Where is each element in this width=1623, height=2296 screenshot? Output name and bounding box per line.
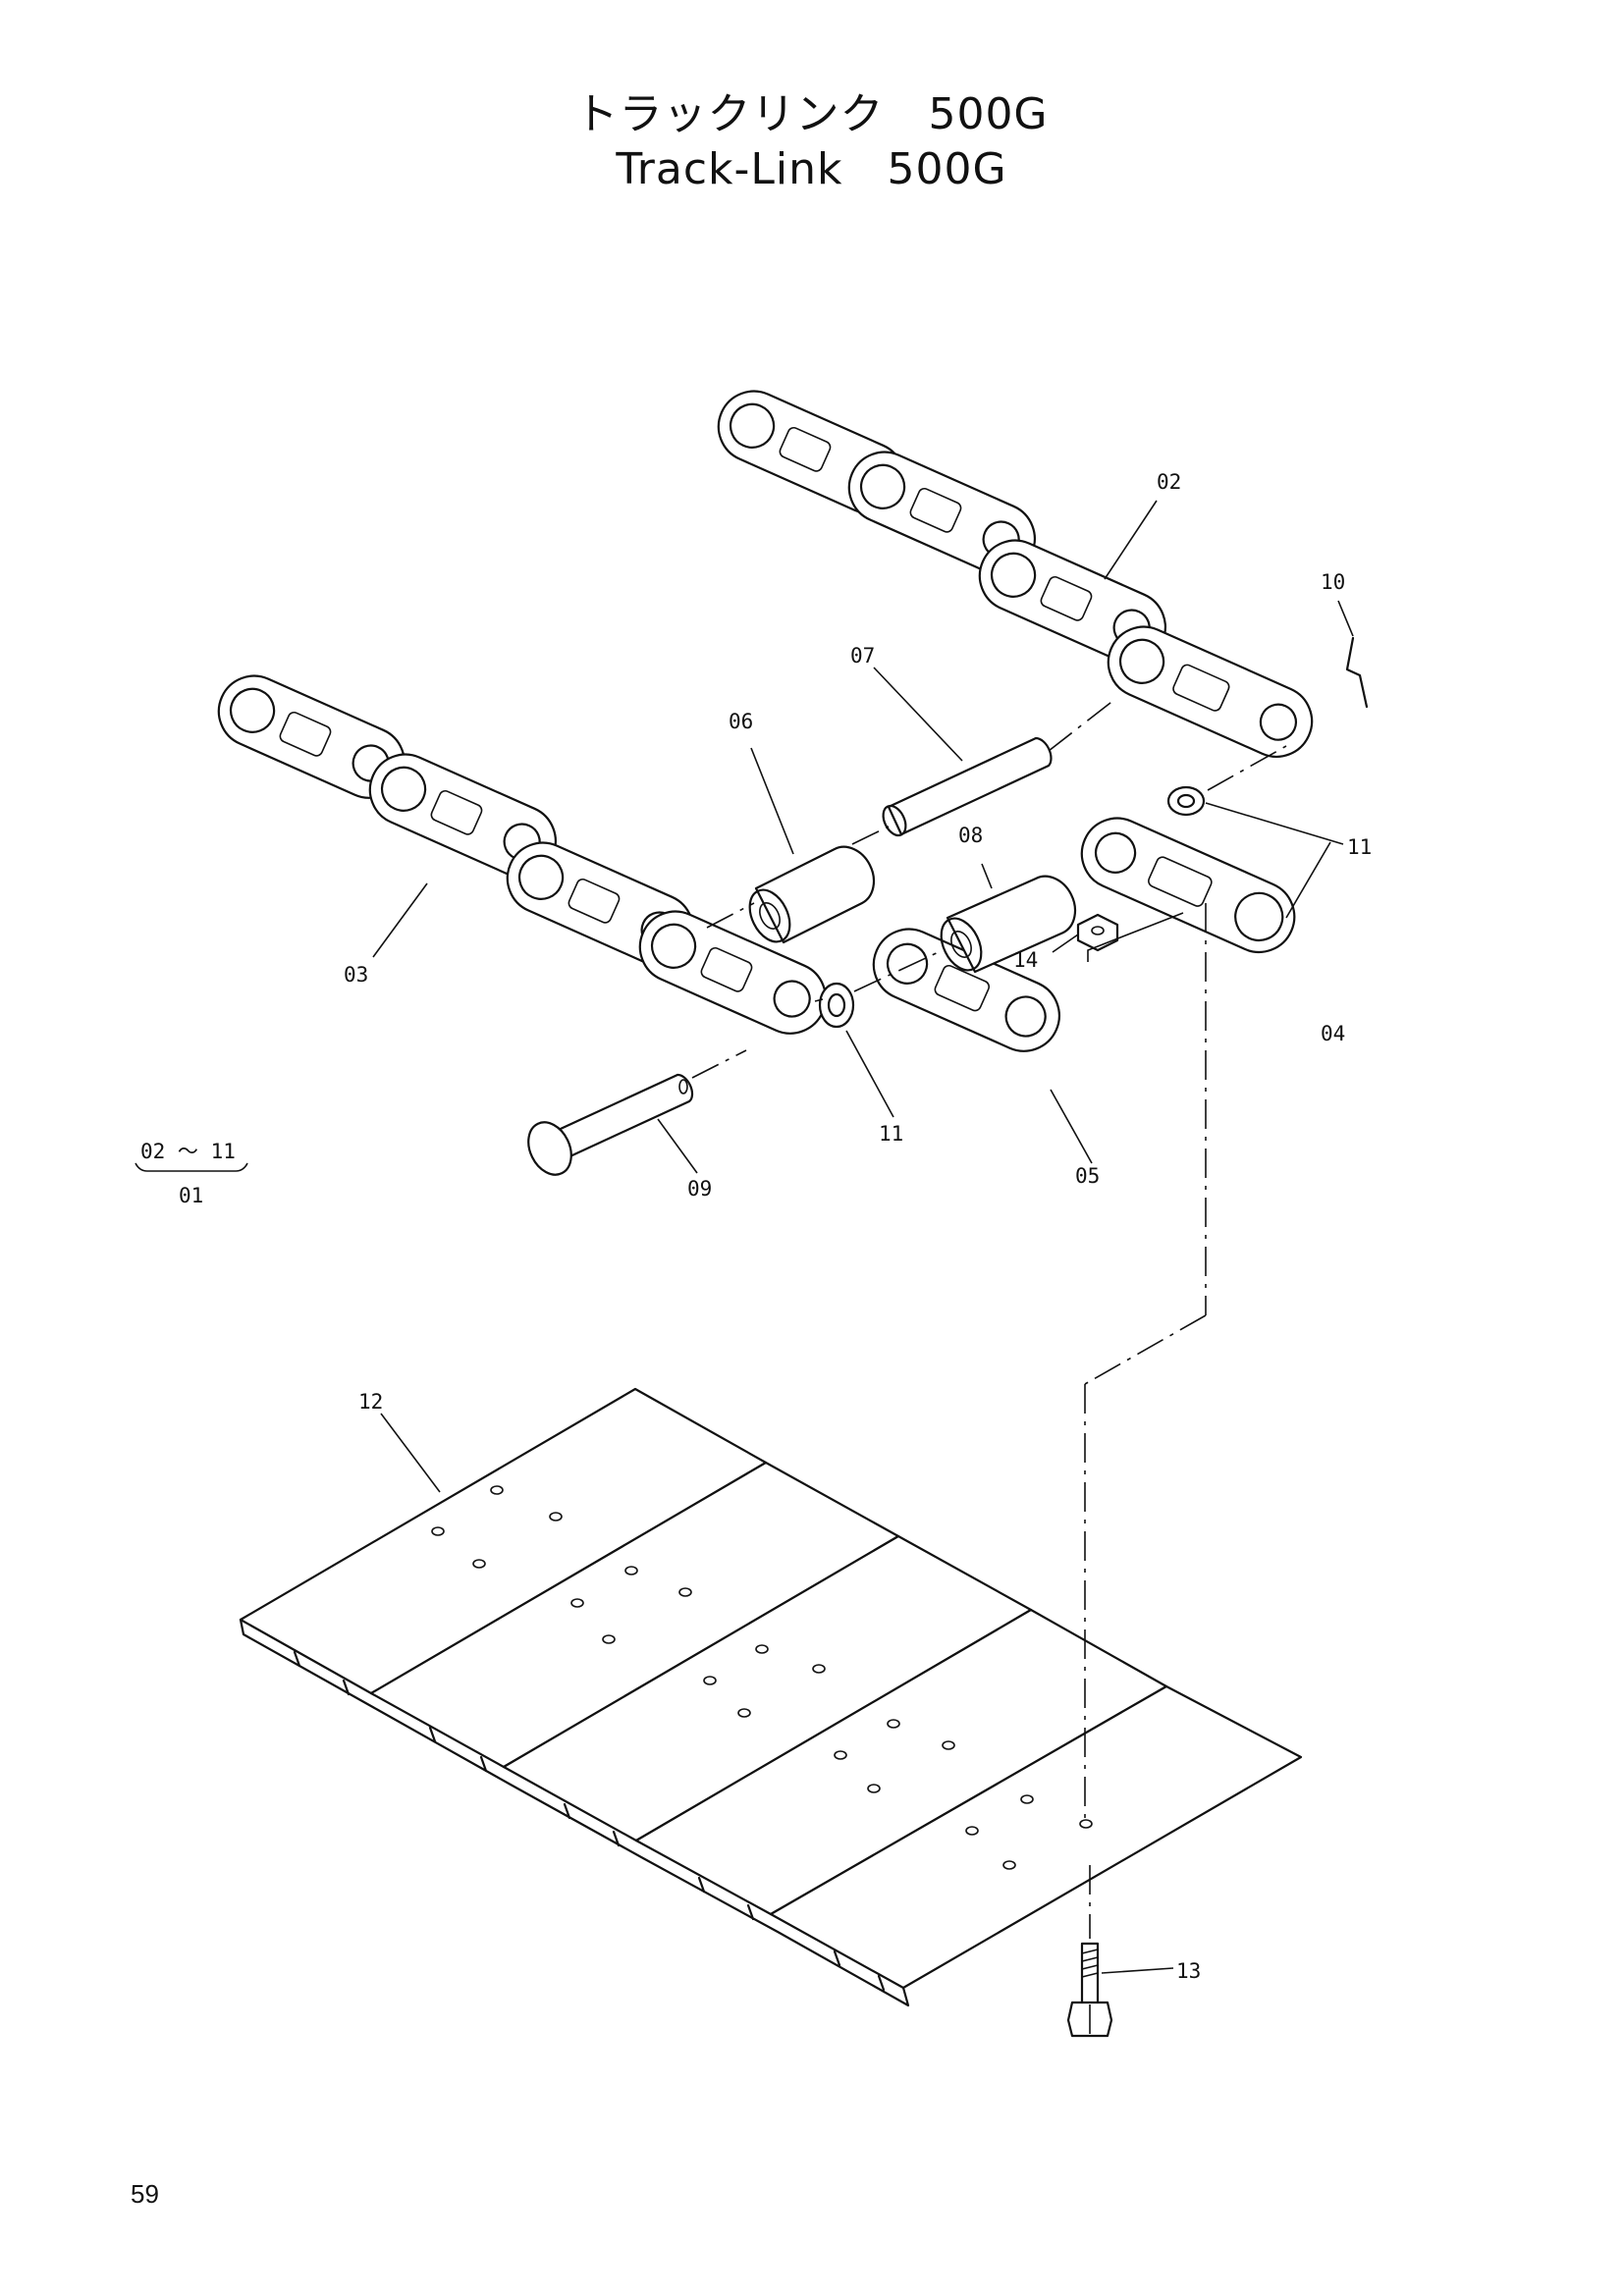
link-chain-02	[717, 390, 1314, 758]
callout-10: 10	[1321, 570, 1345, 594]
nut-14	[1076, 913, 1119, 952]
callout-05: 05	[1075, 1164, 1100, 1188]
callout-09: 09	[687, 1177, 712, 1201]
page-title-english: Track-Link 500G	[616, 144, 1007, 194]
link-04	[1080, 817, 1296, 954]
callout-06: 06	[729, 710, 753, 733]
callout-11-lower: 11	[879, 1122, 903, 1146]
callout-14: 14	[1013, 948, 1038, 972]
bushing-08	[940, 875, 1077, 974]
master-pin-09	[527, 1073, 694, 1176]
callout-08: 08	[958, 824, 983, 847]
washer-11-upper	[1166, 785, 1206, 817]
page-number: 59	[131, 2179, 159, 2209]
callout-03: 03	[344, 963, 368, 987]
assembly-centerlines	[691, 698, 1287, 1939]
callout-13: 13	[1176, 1959, 1201, 1983]
assembly-note: 02 ～ 11 01	[135, 1140, 248, 1207]
link-05	[872, 928, 1060, 1052]
assembly-note-numerator: 02 ～ 11	[140, 1140, 236, 1163]
shoe-plates-12	[239, 1387, 1303, 2007]
callout-11-upper: 11	[1347, 835, 1372, 859]
callout-leaders	[372, 500, 1354, 1974]
callout-07: 07	[850, 644, 875, 667]
link-chain-03	[217, 674, 827, 1035]
pin-10	[1345, 636, 1369, 709]
bushing-06	[748, 845, 876, 944]
washer-11-lower	[818, 982, 855, 1029]
assembly-note-denominator: 01	[179, 1184, 203, 1207]
page-title-japanese: トラックリンク 500G	[574, 89, 1049, 139]
callout-12: 12	[358, 1390, 383, 1414]
bolt-13	[1066, 1942, 1113, 2038]
callout-02: 02	[1157, 470, 1181, 494]
callout-04: 04	[1321, 1022, 1345, 1045]
